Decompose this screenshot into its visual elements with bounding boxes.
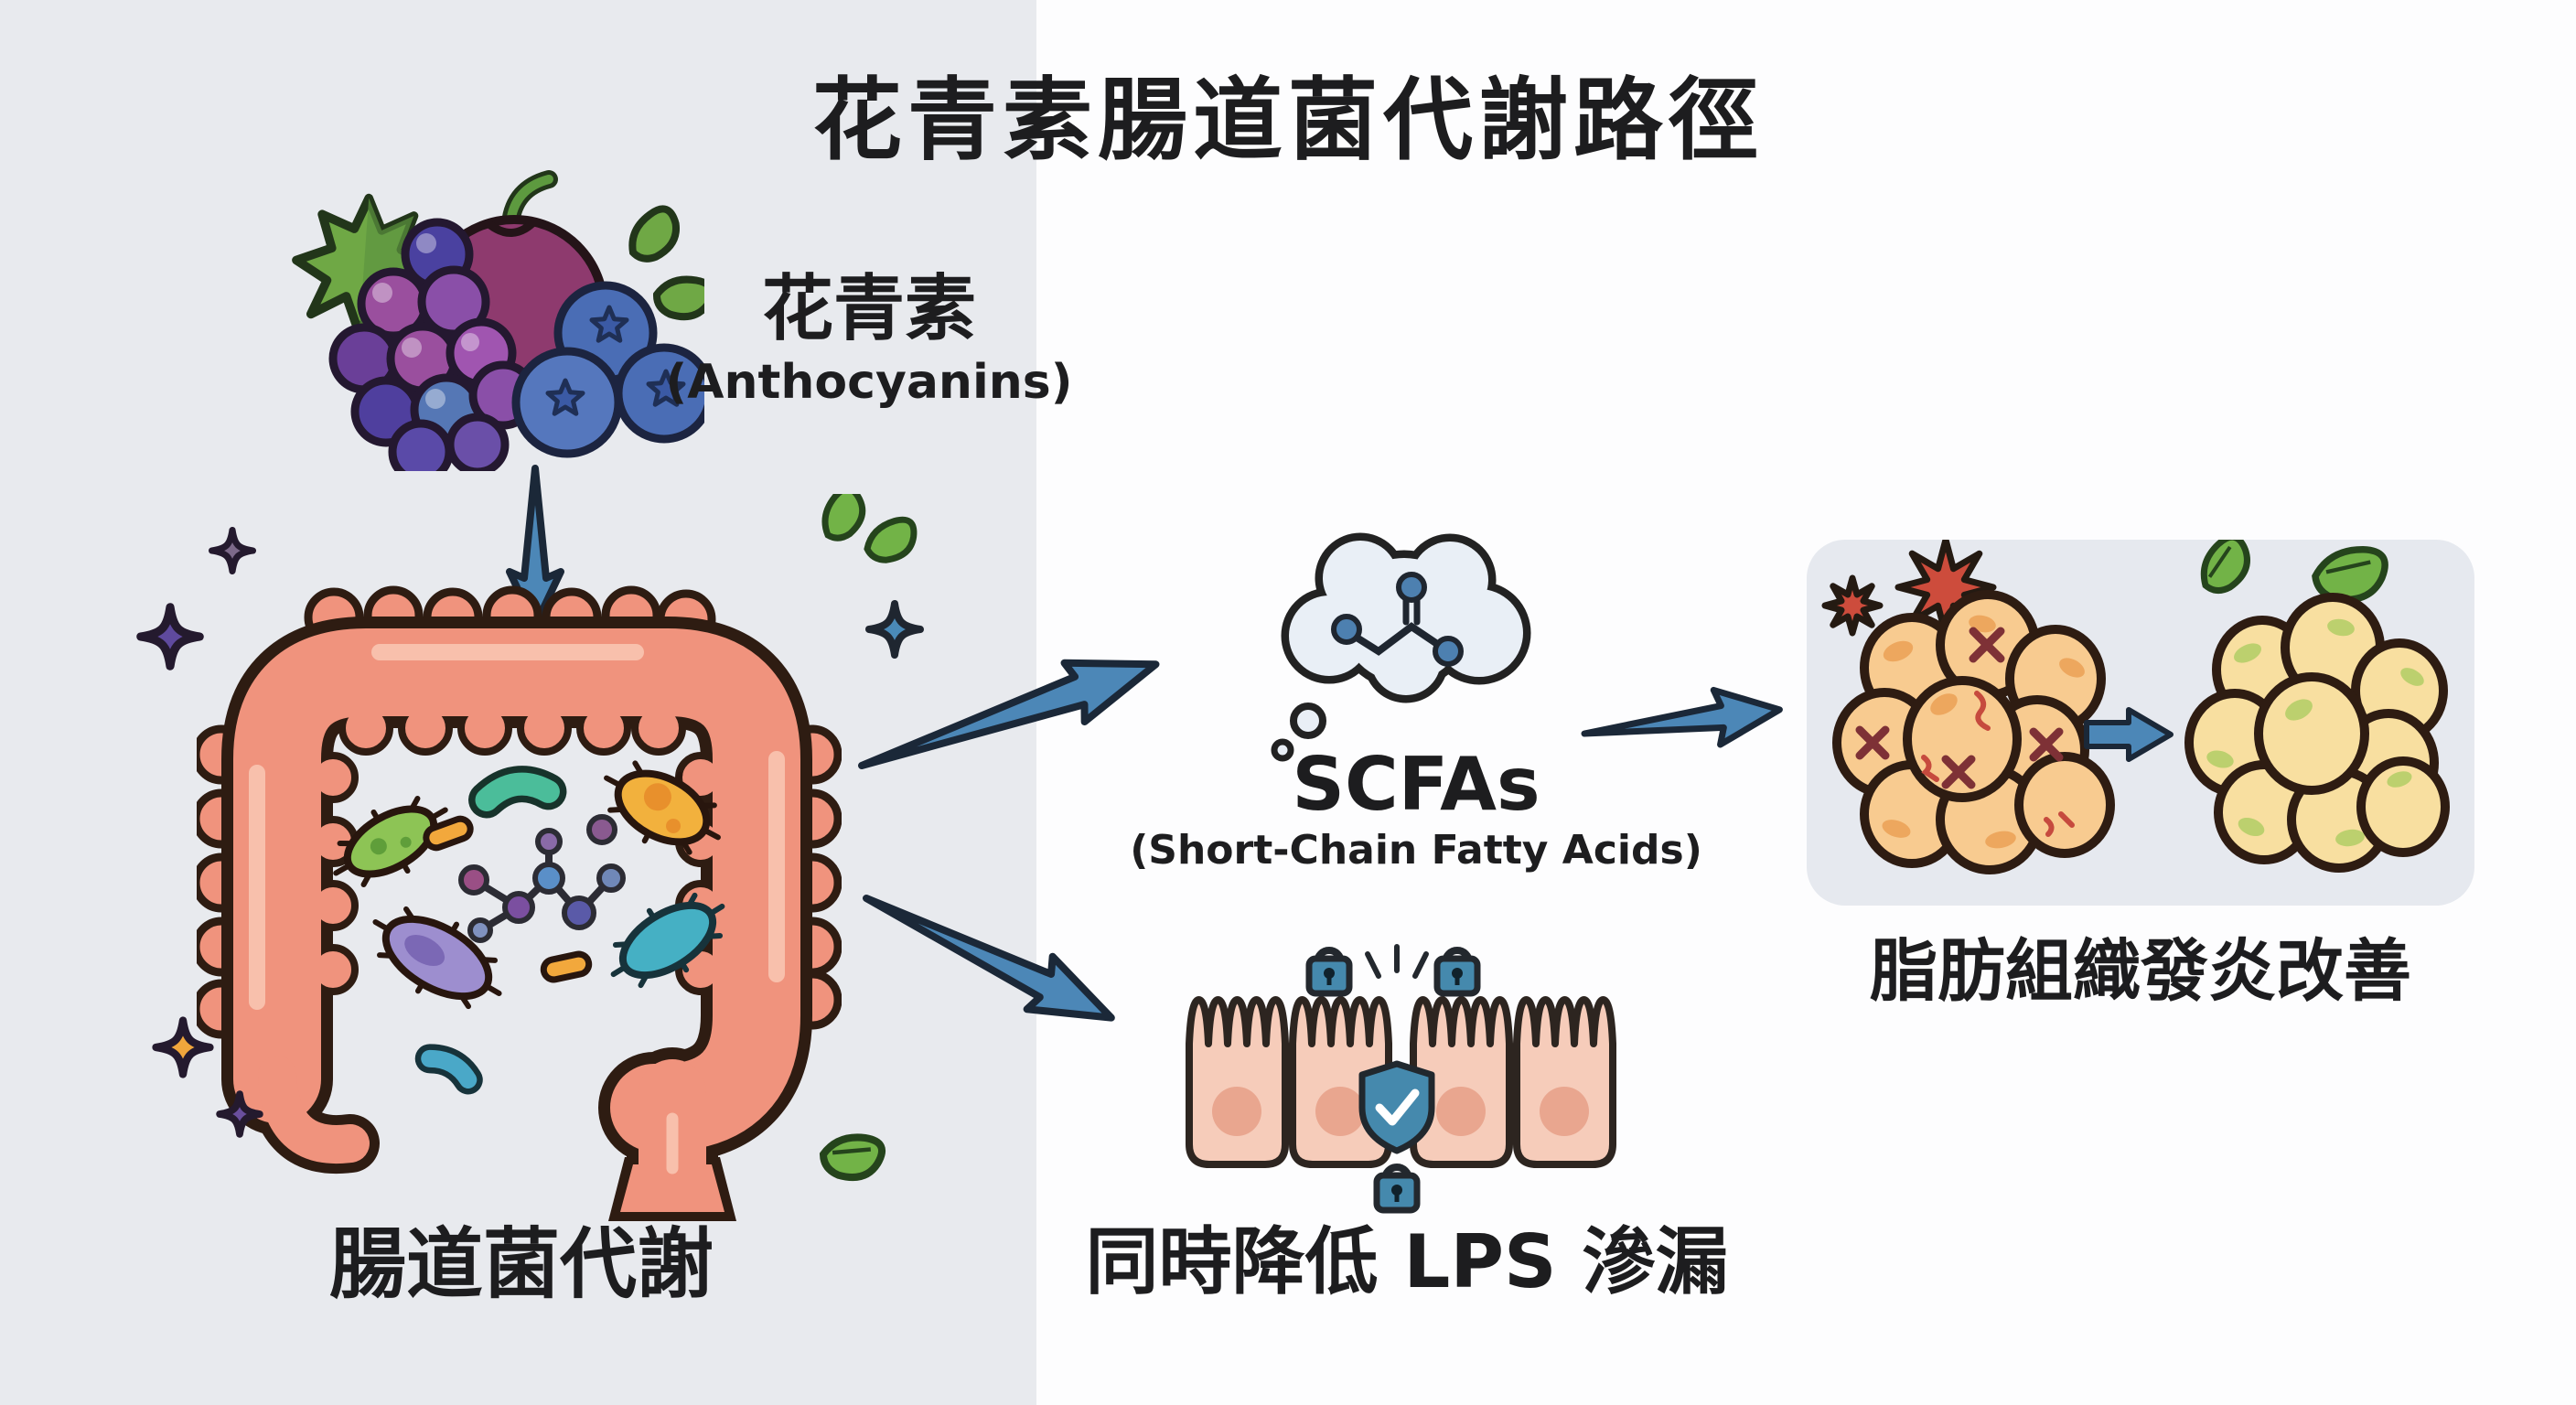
anthocyanins-sublabel: (Anthocyanins) [665, 355, 1073, 410]
sparkle-orange-icon [152, 1016, 214, 1078]
adipose-panel [1807, 533, 2474, 906]
cell-nuclei [1212, 1087, 1589, 1136]
orange-pill-icon [540, 950, 593, 983]
thought-bubble-small-icon [1271, 738, 1294, 762]
leaf-icon [819, 1133, 886, 1182]
teal-bean-icon [414, 1044, 483, 1095]
blueberry-leaves-icon [628, 205, 704, 321]
healthy-fat-cells-icon [2184, 593, 2450, 873]
gut-metabolism-label: 腸道菌代謝 [328, 1219, 714, 1309]
stress-x-marks [1855, 627, 2064, 789]
intestine-highlights [249, 644, 785, 1174]
orange-bacterium-icon [604, 760, 721, 855]
sparkle-blue-icon [865, 600, 924, 659]
scfas-sublabel: (Short-Chain Fatty Acids) [1130, 827, 1702, 874]
metabolite-molecule-icon [458, 814, 626, 943]
page-title: 花青素腸道菌代謝路徑 [811, 69, 1765, 173]
green-bacterium-icon [333, 795, 448, 888]
healthy-cell-nuclei [2206, 618, 2424, 847]
grape-highlights [372, 233, 479, 409]
sparkle-purple-small-icon [208, 526, 257, 575]
arrow-to-scfas-icon [858, 659, 1160, 769]
gut-barrier-shield-locks-icon [1186, 944, 1616, 1214]
purple-bacterium-icon [372, 906, 502, 1010]
scfas-label: SCFAs [1292, 742, 1540, 827]
arrow-to-barrier-icon [863, 895, 1115, 1022]
adipose-panel-graphic [1821, 533, 2450, 874]
healthy-leaf-icons [2200, 533, 2388, 604]
berries-icon [292, 170, 704, 471]
arrow-improvement-icon [2084, 707, 2174, 762]
alert-slashes [1365, 944, 1429, 979]
anthocyanins-label: 花青素 [761, 268, 977, 350]
inflammation-cracks [1921, 691, 2075, 837]
orange-pill-icon [423, 815, 474, 852]
sparkle-purple-icon [136, 603, 204, 670]
scfa-molecule-icon [1331, 572, 1464, 667]
decorations-layer [136, 494, 924, 1182]
sparkle-purple-small2-icon [216, 1090, 263, 1138]
shield-check-icon [1358, 1060, 1435, 1154]
gut-bacteria-icons [333, 760, 725, 1095]
blueberry-calyx-stars [545, 305, 686, 416]
fat-cell-nuclei [1882, 615, 2085, 849]
adipose-label: 脂肪組織發炎改善 [1870, 932, 2411, 1011]
lps-label: 同時降低 LPS 滲漏 [1085, 1219, 1729, 1304]
teal-crescent-microbe-icon [468, 766, 567, 819]
intestine-icon [197, 585, 842, 1221]
lock-icons [1305, 947, 1481, 1214]
teal-bacterium-icon [610, 892, 725, 989]
epithelial-cells [1186, 996, 1616, 1168]
thought-bubble-icon [1290, 702, 1326, 739]
thought-cloud-molecule-icon [1271, 532, 1531, 762]
arrow-to-adipose-icon [1581, 686, 1783, 748]
leaf-pair-icon [821, 494, 918, 563]
